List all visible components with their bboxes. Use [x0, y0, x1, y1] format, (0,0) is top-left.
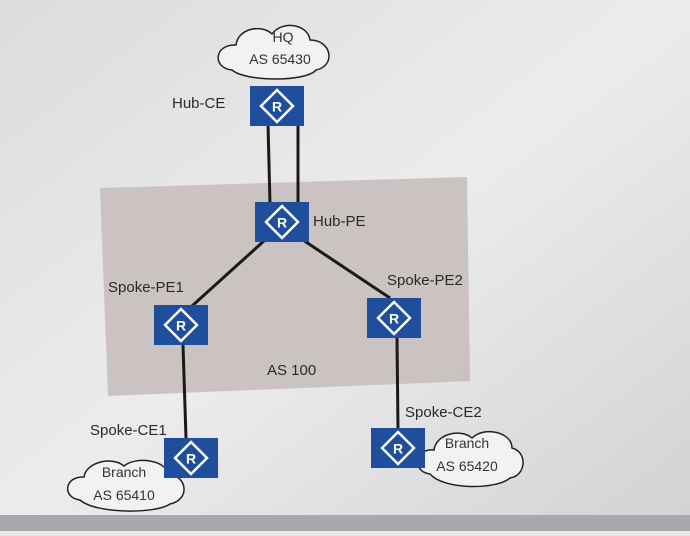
- links: [181, 123, 400, 439]
- spoke-pe2-label: Spoke-PE2: [387, 272, 463, 289]
- hq-as: AS 65430: [249, 51, 311, 67]
- branch1-name: Branch: [102, 464, 146, 480]
- hub-pe-label: Hub-PE: [313, 213, 366, 230]
- hub-ce-label: Hub-CE: [172, 95, 225, 112]
- as100-label: AS 100: [267, 362, 316, 379]
- link-hubce-hubpe-1: [266, 123, 272, 205]
- router-icon: [253, 200, 311, 244]
- branch1-as: AS 65410: [93, 487, 155, 503]
- router-icon: [162, 436, 220, 480]
- screen-edge: [0, 515, 690, 531]
- branch2-cloud: Branch AS 65420: [417, 430, 524, 488]
- link-spokepe1-spokece1: [181, 344, 188, 439]
- router-icon: [369, 426, 427, 470]
- link-hubpe-spokepe2: [302, 238, 391, 300]
- spoke-ce1-label: Spoke-CE1: [90, 422, 167, 439]
- router-icon: [365, 296, 423, 340]
- spoke-ce2-label: Spoke-CE2: [405, 404, 482, 421]
- router-spoke-pe2[interactable]: Spoke-PE2: [365, 272, 463, 340]
- branch1-cloud: Branch AS 65410: [67, 459, 185, 512]
- hq-cloud: HQ AS 65430: [217, 24, 330, 80]
- router-spoke-pe1[interactable]: Spoke-PE1: [108, 279, 210, 347]
- router-icon: [152, 303, 210, 347]
- branch2-name: Branch: [445, 435, 489, 451]
- router-icon: [248, 84, 306, 128]
- spoke-pe1-label: Spoke-PE1: [108, 279, 184, 296]
- router-spoke-ce1[interactable]: Spoke-CE1: [90, 422, 220, 480]
- router-hub-pe[interactable]: Hub-PE: [253, 200, 366, 244]
- link-spokepe2-spokece2: [395, 337, 400, 430]
- hq-name: HQ: [273, 29, 294, 45]
- router-hub-ce[interactable]: Hub-CE: [172, 84, 306, 128]
- router-spoke-ce2[interactable]: Spoke-CE2: [369, 404, 482, 470]
- link-hubpe-spokepe1: [190, 238, 267, 308]
- branch2-as: AS 65420: [436, 458, 498, 474]
